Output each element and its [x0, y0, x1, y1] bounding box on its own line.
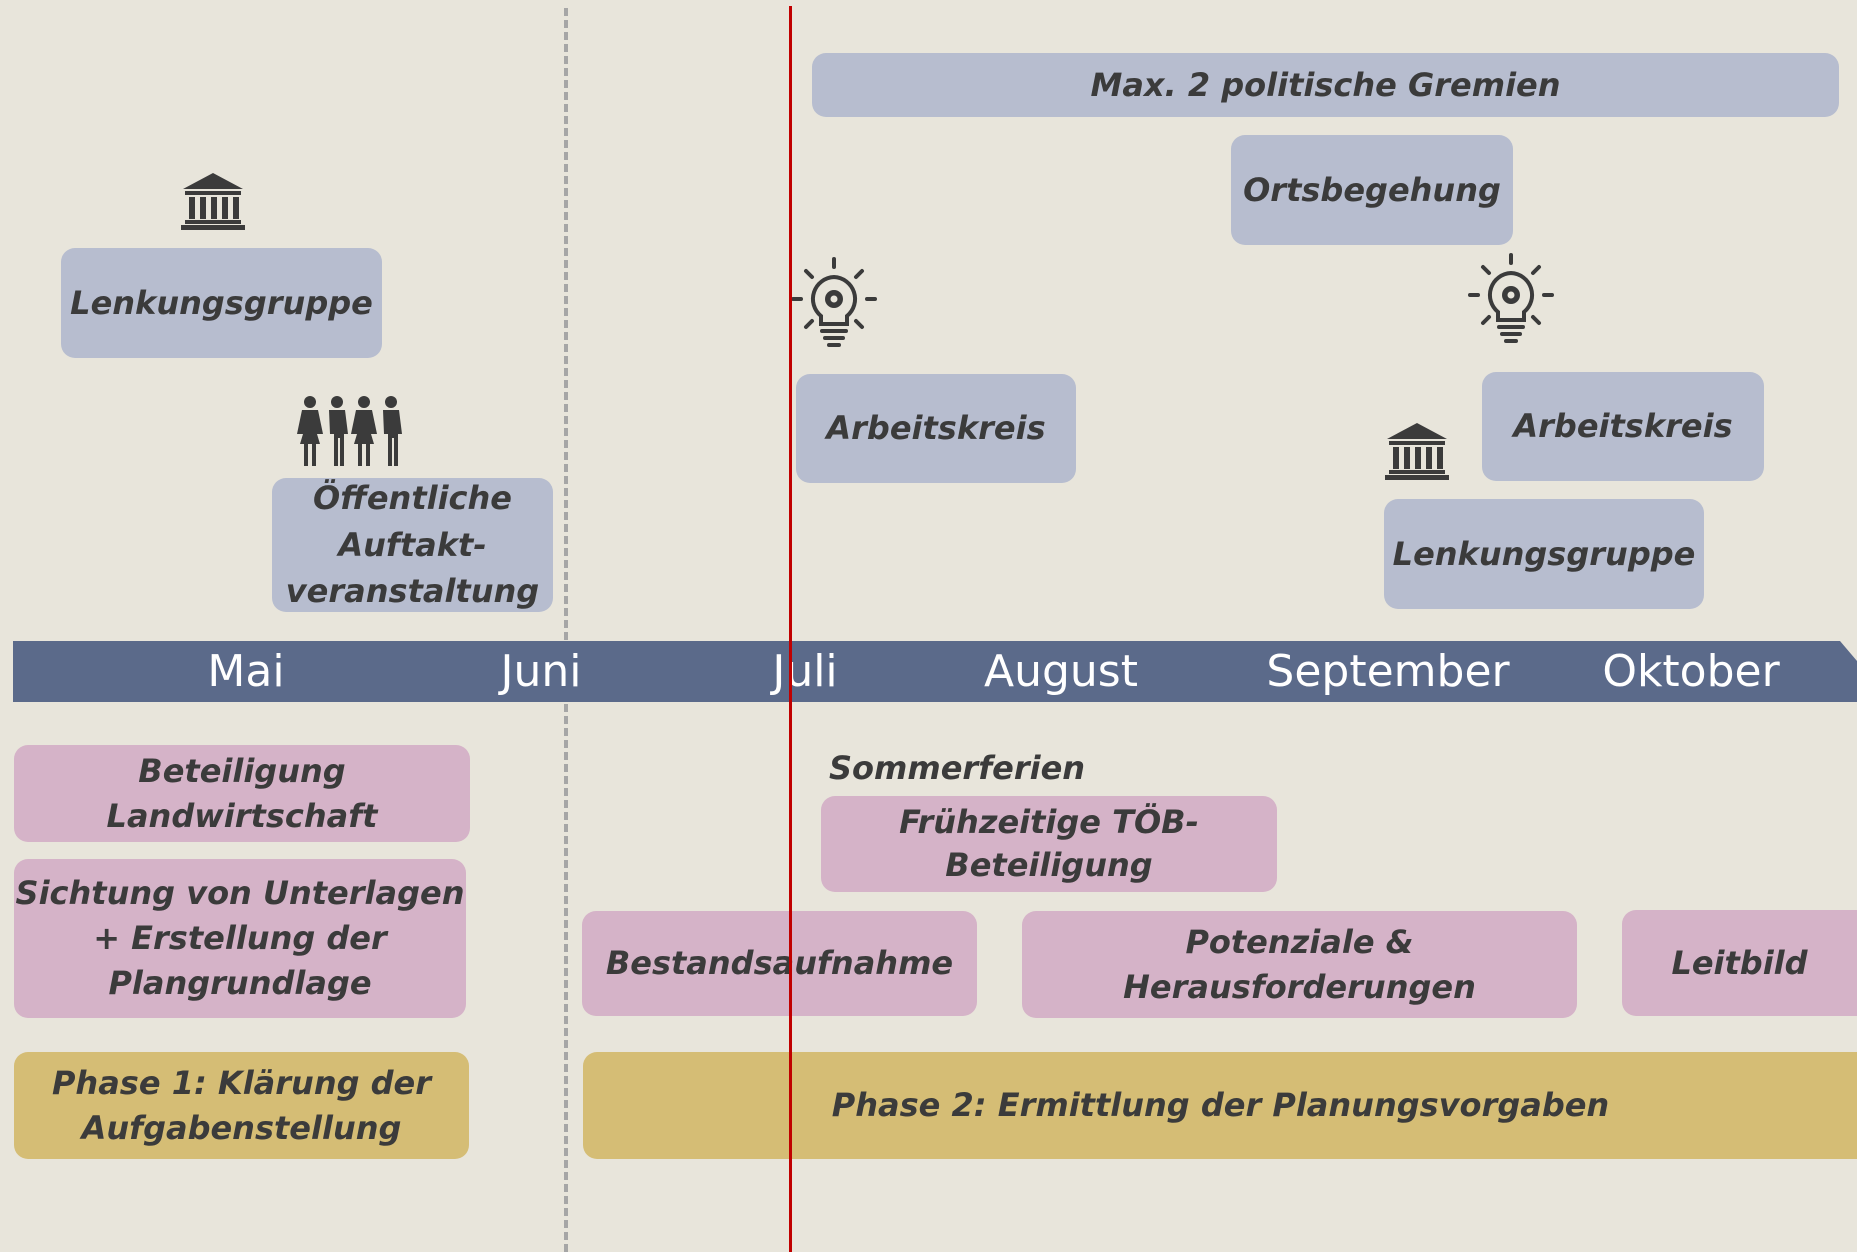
month-label-oktober: Oktober: [1602, 646, 1780, 697]
event-lenkungsgruppe-mai: Lenkungsgruppe: [61, 248, 382, 358]
month-label-juli: Juli: [772, 646, 838, 697]
phase-2-box: Phase 2: Ermittlung der Planungsvorgaben: [583, 1052, 1857, 1159]
event-lenkungsgruppe-september: Lenkungsgruppe: [1384, 499, 1704, 609]
task-bestandsaufnahme: Bestandsaufnahme: [582, 911, 977, 1016]
month-label-juni: Juni: [500, 646, 582, 697]
lightbulb-gear-icon: [791, 257, 877, 347]
month-label-august: August: [984, 646, 1138, 697]
event-politische-gremien: Max. 2 politische Gremien: [812, 53, 1839, 117]
task-sichtung-unterlagen: Sichtung von Unterlagen + Erstellung der…: [14, 859, 466, 1018]
task-leitbild: Leitbild: [1622, 910, 1857, 1016]
event-oeffentliche-auftaktveranstaltung: Öffentliche Auftakt- veranstaltung: [272, 478, 553, 612]
event-arbeitskreis-juli: Arbeitskreis: [796, 374, 1076, 483]
timeline-arrow: [13, 641, 1857, 702]
event-arbeitskreis-september: Arbeitskreis: [1482, 372, 1764, 481]
task-potenziale-herausforderungen: Potenziale & Herausforderungen: [1022, 911, 1577, 1018]
government-building-icon: [1385, 423, 1449, 480]
event-ortsbegehung: Ortsbegehung: [1231, 135, 1513, 245]
june-divider-dashed-line: [564, 8, 568, 1252]
task-fruehzeitige-toeb-beteiligung: Frühzeitige TÖB- Beteiligung: [821, 796, 1277, 892]
government-building-icon: [181, 173, 245, 230]
lightbulb-gear-icon: [1468, 253, 1554, 343]
timeline-bar: [13, 641, 1857, 702]
month-label-mai: Mai: [207, 646, 285, 697]
task-beteiligung-landwirtschaft: Beteiligung Landwirtschaft: [14, 745, 470, 842]
people-group-icon: [297, 396, 402, 466]
label-sommerferien: Sommerferien: [829, 749, 1086, 787]
phase-1-box: Phase 1: Klärung der Aufgabenstellung: [14, 1052, 469, 1159]
month-label-september: September: [1266, 646, 1510, 697]
current-date-red-line: [789, 6, 792, 1252]
